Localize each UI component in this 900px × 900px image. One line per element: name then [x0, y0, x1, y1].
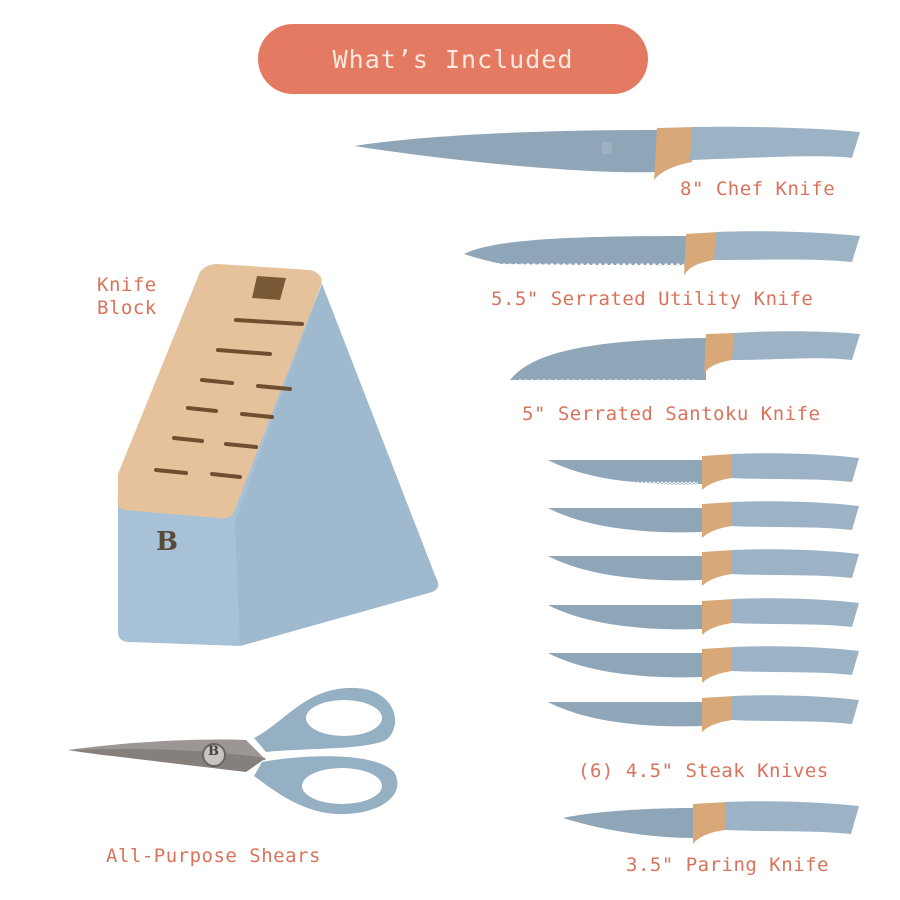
paring-knife-label: 3.5" Paring Knife [626, 854, 829, 876]
brand-logo-icon: B [156, 527, 178, 557]
knife-block-icon [117, 264, 439, 646]
steak-knife-icon [548, 695, 859, 732]
utility-knife-icon [464, 231, 860, 276]
paring-knife-icon [563, 801, 859, 844]
chef-knife-icon [354, 126, 860, 180]
santoku-knife-label: 5" Serrated Santoku Knife [522, 403, 821, 425]
shears-icon [68, 687, 398, 815]
steak-knife-icon [548, 549, 859, 586]
knife-block-label-line2: Block [97, 297, 157, 319]
utility-knife-label: 5.5" Serrated Utility Knife [491, 288, 814, 310]
knife-block-label: Knife Block [97, 274, 157, 320]
steak-knives-label: (6) 4.5" Steak Knives [578, 760, 829, 782]
steak-knife-icon [548, 453, 859, 490]
page-title: What’s Included [332, 44, 574, 74]
steak-knife-icon [548, 598, 859, 635]
shears-brand-logo-icon: B [208, 744, 219, 759]
santoku-knife-icon [510, 331, 860, 383]
shears-label: All-Purpose Shears [106, 845, 321, 867]
chef-knife-label: 8" Chef Knife [680, 178, 836, 200]
steak-knife-icon [548, 501, 859, 538]
steak-knife-icon [548, 646, 859, 683]
whats-included-banner: What’s Included [258, 24, 648, 94]
knife-block-label-line1: Knife [97, 274, 157, 296]
